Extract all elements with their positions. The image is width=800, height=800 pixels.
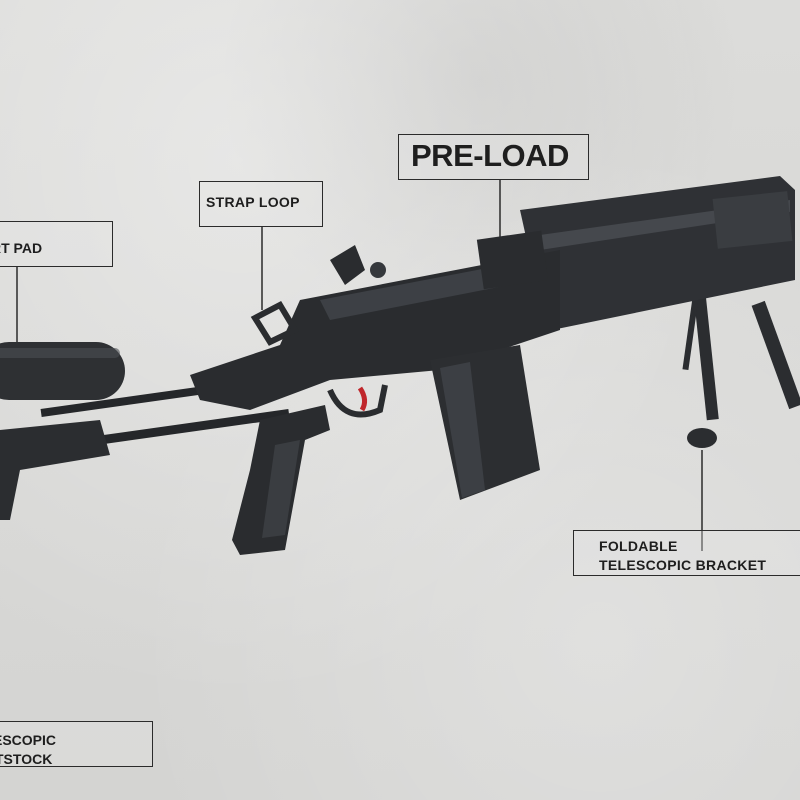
callout-stock-line2: TSTOCK <box>0 751 53 767</box>
callout-pre-load-label: PRE-LOAD <box>411 138 569 173</box>
callout-strap-loop: STRAP LOOP <box>199 181 323 227</box>
trigger-guard <box>327 384 388 418</box>
trigger <box>357 386 368 412</box>
callout-butt-pad: RT PAD <box>0 221 113 267</box>
strap-loop <box>250 301 300 346</box>
bipod <box>682 289 800 448</box>
callout-pre-load: PRE-LOAD <box>398 134 589 180</box>
buttstock <box>0 420 110 520</box>
callout-bipod-line1: FOLDABLE <box>599 538 678 554</box>
callout-butt-pad-label: RT PAD <box>0 240 43 256</box>
callout-foldable-bracket: FOLDABLE TELESCOPIC BRACKET <box>573 530 800 576</box>
callout-telescopic-stock: ESCOPIC TSTOCK <box>0 721 153 767</box>
callout-stock-line1: ESCOPIC <box>0 732 57 748</box>
stock-rod-lower <box>60 409 290 450</box>
rear-sight <box>330 245 365 285</box>
pre-load-block <box>476 230 549 290</box>
callout-strap-loop-label: STRAP LOOP <box>206 194 300 210</box>
callout-bipod-line2: TELESCOPIC BRACKET <box>599 557 767 573</box>
